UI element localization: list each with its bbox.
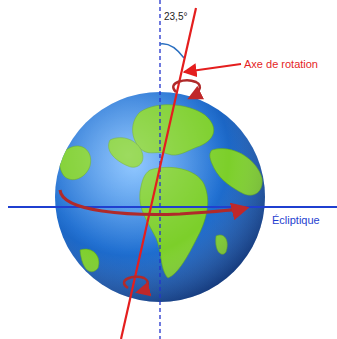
axis-label: Axe de rotation [244,58,318,70]
rotation-arrow [173,80,200,98]
ecliptic-label: Écliptique [272,214,320,226]
ecliptic-line [8,206,337,208]
rotation-arrow [60,190,246,214]
rotation-arrow [124,277,148,292]
rotation-axis [121,8,196,339]
leader-arrow [184,64,241,72]
angle-arc [160,44,184,58]
angle-value: 23,5° [163,11,188,22]
